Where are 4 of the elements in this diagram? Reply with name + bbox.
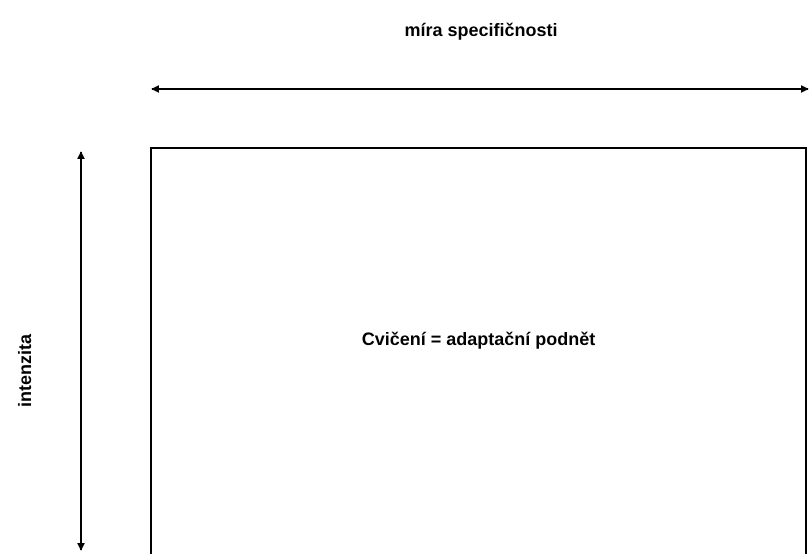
box-text: Cvičení = adaptační podnět [360, 329, 596, 350]
axis-label: míra specifičnosti [404, 20, 558, 41]
process-box [150, 147, 807, 554]
axis-label: intenzita [14, 334, 36, 406]
